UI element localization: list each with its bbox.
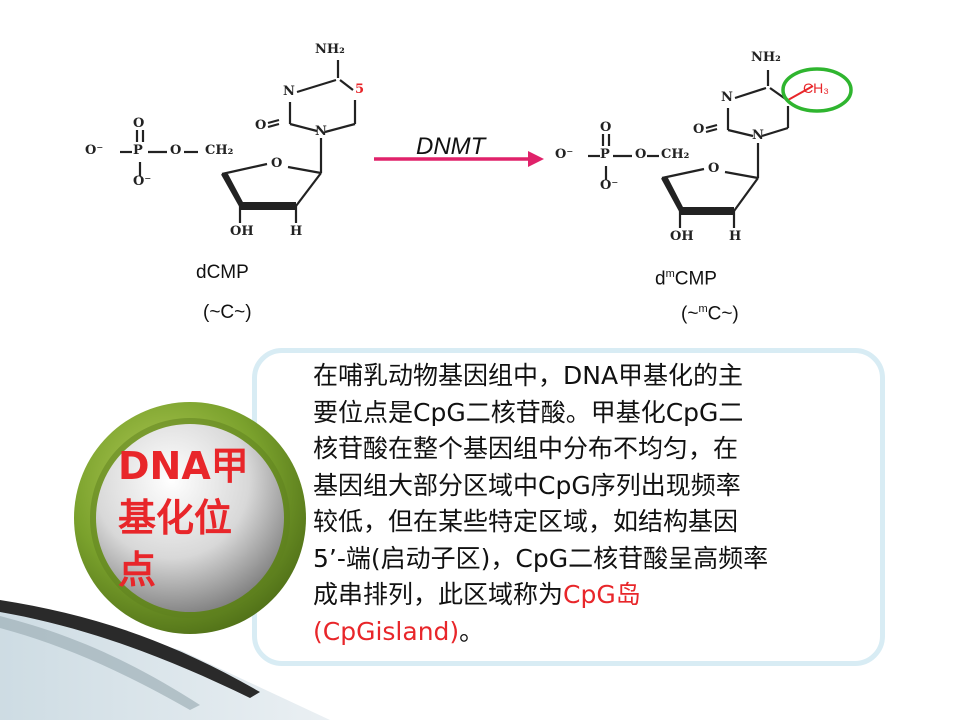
- carbonyl-o: O: [255, 118, 267, 133]
- badge-title-line: DNA甲: [118, 444, 249, 488]
- dmcmp-name: dmCMP: [655, 268, 717, 290]
- paragraph-line: 要位点是CpG二核苷酸。甲基化CpG二: [313, 397, 744, 427]
- dmcmp-notation-sup: m: [698, 303, 708, 315]
- h-label: H: [290, 224, 303, 239]
- position-5-label: 5: [355, 82, 365, 97]
- dcmp-notation: (~C~): [203, 302, 252, 323]
- oh-label: OH: [230, 224, 254, 239]
- paragraph-line: 核苷酸在整个基因组中分布不均匀，在: [313, 434, 739, 463]
- dmcmp-name-suffix: CMP: [674, 268, 717, 290]
- methyl-label: CH₃: [803, 80, 829, 96]
- ring-o: O: [271, 156, 283, 171]
- ring-o: O: [708, 161, 720, 176]
- text-panel: [252, 348, 885, 666]
- line8-plain: 。: [459, 616, 485, 646]
- paragraph-line: 在哺乳动物基因组中，DNA甲基化的主: [313, 361, 744, 390]
- dmcmp-structure: NH₂ N N O CH₃ O⁻ P O O⁻ O CH₂ O OH H: [555, 28, 875, 253]
- reaction-arrow: [374, 151, 544, 167]
- carbonyl-o: O: [693, 122, 705, 137]
- cpg-island-english: (CpGisland): [313, 616, 460, 646]
- badge-title: DNA甲 基化位 点: [118, 440, 268, 596]
- phosphate-o-bottom: O⁻: [133, 174, 152, 189]
- phosphate-o-top: O: [133, 116, 145, 131]
- corner-swoosh: [0, 600, 330, 720]
- paragraph-line: (CpGisland)。: [313, 614, 883, 651]
- ch2-label: CH₂: [661, 147, 690, 162]
- paragraph-line: 5’-端(启动子区)，CpG二核苷酸呈高频率: [313, 543, 769, 573]
- topic-badge: [74, 402, 306, 634]
- oh-label: OH: [670, 229, 694, 244]
- dnmt-label: DNMT: [416, 133, 486, 160]
- phosphorus-label: P: [600, 147, 610, 162]
- paragraph-line: 成串排列，此区域称为CpG岛: [313, 577, 883, 614]
- line7-plain: 成串排列，此区域称为: [313, 580, 564, 609]
- description-paragraph: 在哺乳动物基因组中，DNA甲基化的主 要位点是CpG二核苷酸。甲基化CpG二 核…: [313, 358, 883, 650]
- ch2-label: CH₂: [205, 143, 234, 158]
- h-label: H: [729, 229, 742, 244]
- phosphate-o-minus: O⁻: [555, 147, 574, 162]
- ring-n-bottom: N: [752, 128, 764, 143]
- nh2-label: NH₂: [751, 50, 781, 65]
- dmcmp-bonds: [588, 67, 853, 228]
- dmcmp-name-sup: m: [665, 268, 675, 280]
- dmcmp-notation-prefix: (~: [681, 303, 699, 325]
- dmcmp-notation: (~mC~): [681, 303, 739, 325]
- ester-o: O: [170, 143, 182, 158]
- phosphate-o-bottom: O⁻: [600, 178, 619, 193]
- phosphate-o-top: O: [600, 120, 612, 135]
- nh2-label: NH₂: [315, 42, 345, 57]
- paragraph-line: 基因组大部分区域中CpG序列出现频率: [313, 470, 741, 500]
- dmcmp-name-prefix: d: [655, 268, 666, 290]
- dcmp-name: dCMP: [196, 262, 249, 283]
- badge-title-line: 点: [118, 548, 157, 592]
- dmcmp-notation-suffix: C~): [707, 303, 739, 325]
- ester-o: O: [635, 147, 647, 162]
- paragraph-line: 较低，但在某些特定区域，如结构基因: [313, 507, 739, 536]
- phosphate-o-minus: O⁻: [85, 143, 104, 158]
- cpg-island-term: CpG岛: [563, 580, 641, 609]
- badge-title-line: 基化位: [118, 496, 233, 540]
- dcmp-bonds: [120, 60, 357, 223]
- ring-n-bottom: N: [315, 124, 327, 139]
- ring-n-top: N: [283, 84, 295, 99]
- phosphorus-label: P: [133, 143, 143, 158]
- dcmp-structure: NH₂ N N O 5 O⁻ P O O⁻ O CH₂ O OH H: [70, 28, 380, 253]
- ring-n-top: N: [721, 90, 733, 105]
